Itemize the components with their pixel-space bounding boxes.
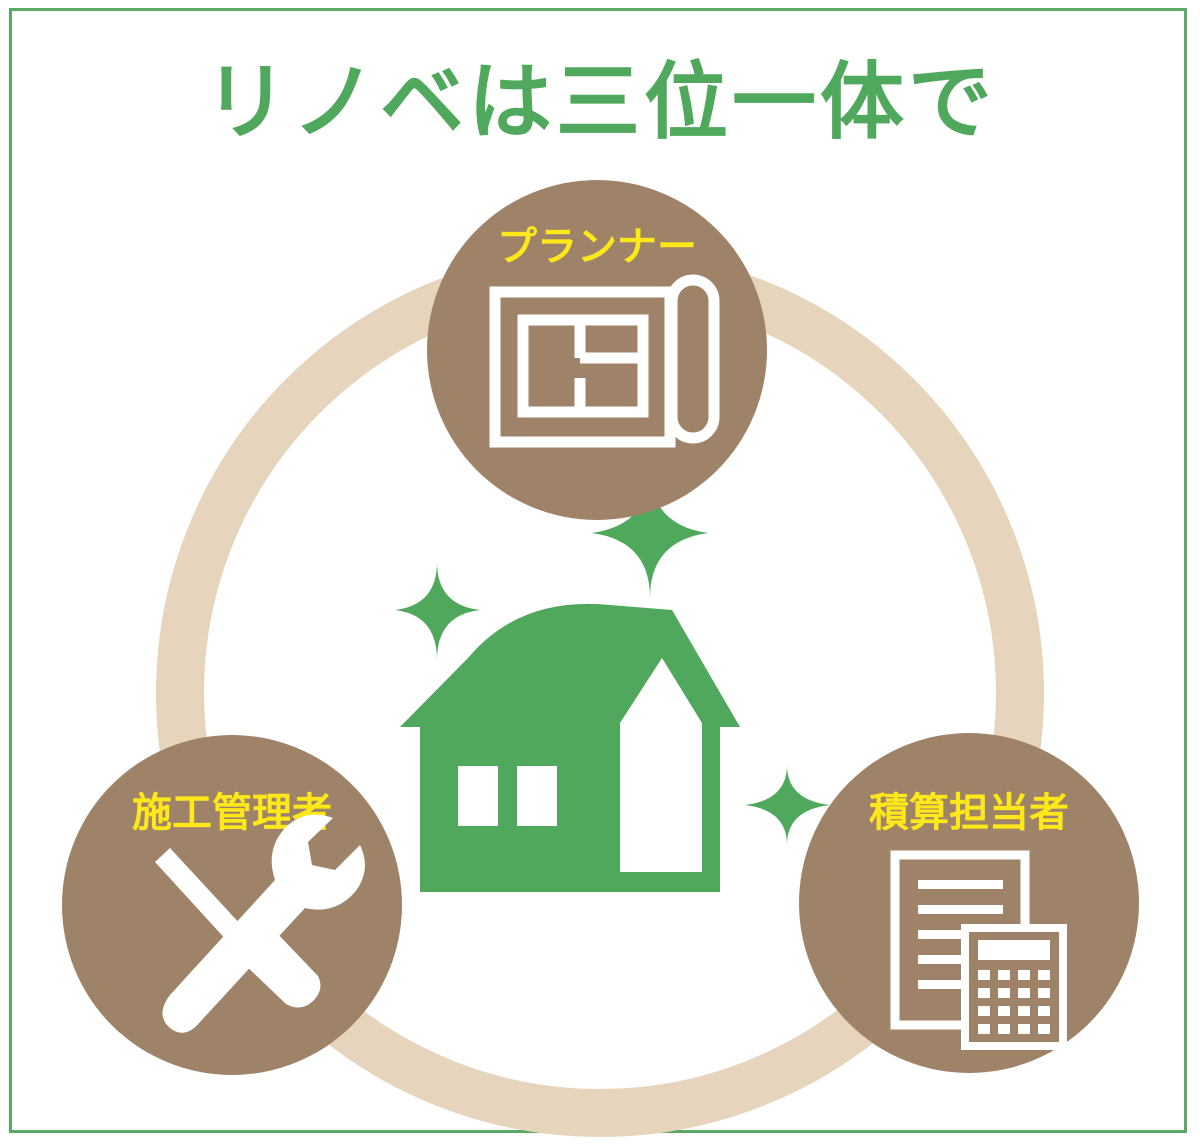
estimator-role: 積算担当者 xyxy=(799,733,1139,1073)
sparkling-house-icon xyxy=(395,468,830,892)
tools-icon xyxy=(155,814,365,1033)
page-title: リノベは三位一体で xyxy=(203,53,996,151)
calculator-document-icon xyxy=(890,850,1067,1050)
planner-label: プランナー xyxy=(497,224,697,270)
construction-manager-circle xyxy=(62,735,402,1075)
estimator-label: 積算担当者 xyxy=(869,790,1069,836)
blueprint-icon xyxy=(489,274,720,448)
construction-manager-role: 施工管理者 xyxy=(62,735,402,1075)
planner-role: プランナー xyxy=(427,180,767,520)
